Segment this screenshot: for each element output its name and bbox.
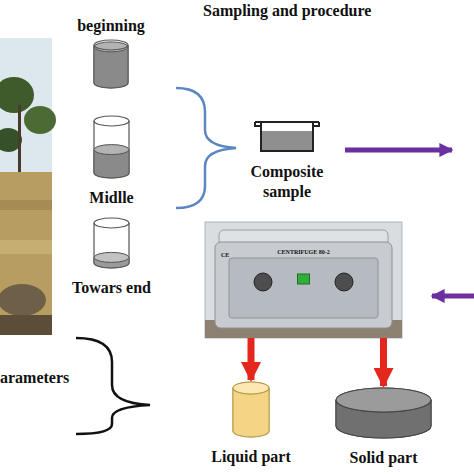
mark-text: CE <box>221 252 229 258</box>
node-label: Solid part <box>329 448 439 468</box>
photo-backdrop <box>205 222 402 338</box>
node-label: Liquid part <box>196 447 306 467</box>
node-outline <box>205 222 402 338</box>
field-photo-grass <box>0 200 52 210</box>
node-label: Towars end <box>52 278 172 298</box>
parameter-brace <box>76 338 150 434</box>
sample-vessel: Midlle <box>93 116 130 178</box>
tray-outline <box>255 122 319 151</box>
control-knob <box>254 273 272 291</box>
vessel-rim <box>94 116 129 126</box>
control-panel <box>229 258 378 318</box>
diagram-title: Sampling and procedure <box>203 2 371 20</box>
section-label: arameters <box>0 369 69 387</box>
flow-arrow <box>345 148 452 153</box>
content-surface <box>94 252 129 262</box>
control-knob <box>335 273 353 291</box>
device-label: CENTRIFUGE 80-2 <box>244 247 364 257</box>
field-photo-grass <box>0 240 52 254</box>
vessel-content <box>233 388 269 437</box>
vessel-rim <box>336 388 431 412</box>
flow-arrow <box>380 338 387 386</box>
flow-arrow <box>432 294 474 299</box>
field-photo-tree <box>0 77 34 113</box>
content-surface <box>233 382 269 394</box>
sample-vessel: beginning <box>93 40 129 88</box>
field-photo-soil <box>0 284 46 316</box>
node-outline <box>255 118 319 152</box>
vessel-rim <box>233 382 269 394</box>
sample-vessel: Liquid part <box>232 382 270 437</box>
vessel-body <box>94 121 129 178</box>
node-outline <box>93 218 130 268</box>
vessel-content <box>94 47 128 88</box>
centrifuge-body <box>215 242 392 328</box>
flow-arrow <box>248 338 255 380</box>
vessel-body <box>233 388 269 437</box>
power-light <box>298 274 310 284</box>
field-photo-tree <box>24 106 56 134</box>
content-surface <box>94 145 129 155</box>
node-label: Composite sample <box>232 162 342 202</box>
node-label: beginning <box>56 16 166 36</box>
node-outline <box>232 382 270 437</box>
vessel-body <box>94 223 129 268</box>
vessel-rim <box>94 40 128 50</box>
node-outline <box>93 116 130 178</box>
node-outline <box>335 388 432 438</box>
content-surface <box>336 388 431 412</box>
sample-vessel: Towars end <box>93 218 130 268</box>
field-photo-trunk <box>18 105 21 175</box>
node-outline <box>93 40 129 88</box>
sample-vessel: Solid part <box>335 388 432 438</box>
centrifuge-photo: CENTRIFUGE 80-2 <box>205 222 402 338</box>
node-label: Midlle <box>57 188 167 208</box>
composite-tray: Composite sample <box>255 118 319 152</box>
merge-brace <box>176 88 236 208</box>
field-photo-soil <box>0 315 52 335</box>
vessel-rim <box>94 218 129 228</box>
tray-contents <box>261 131 313 150</box>
